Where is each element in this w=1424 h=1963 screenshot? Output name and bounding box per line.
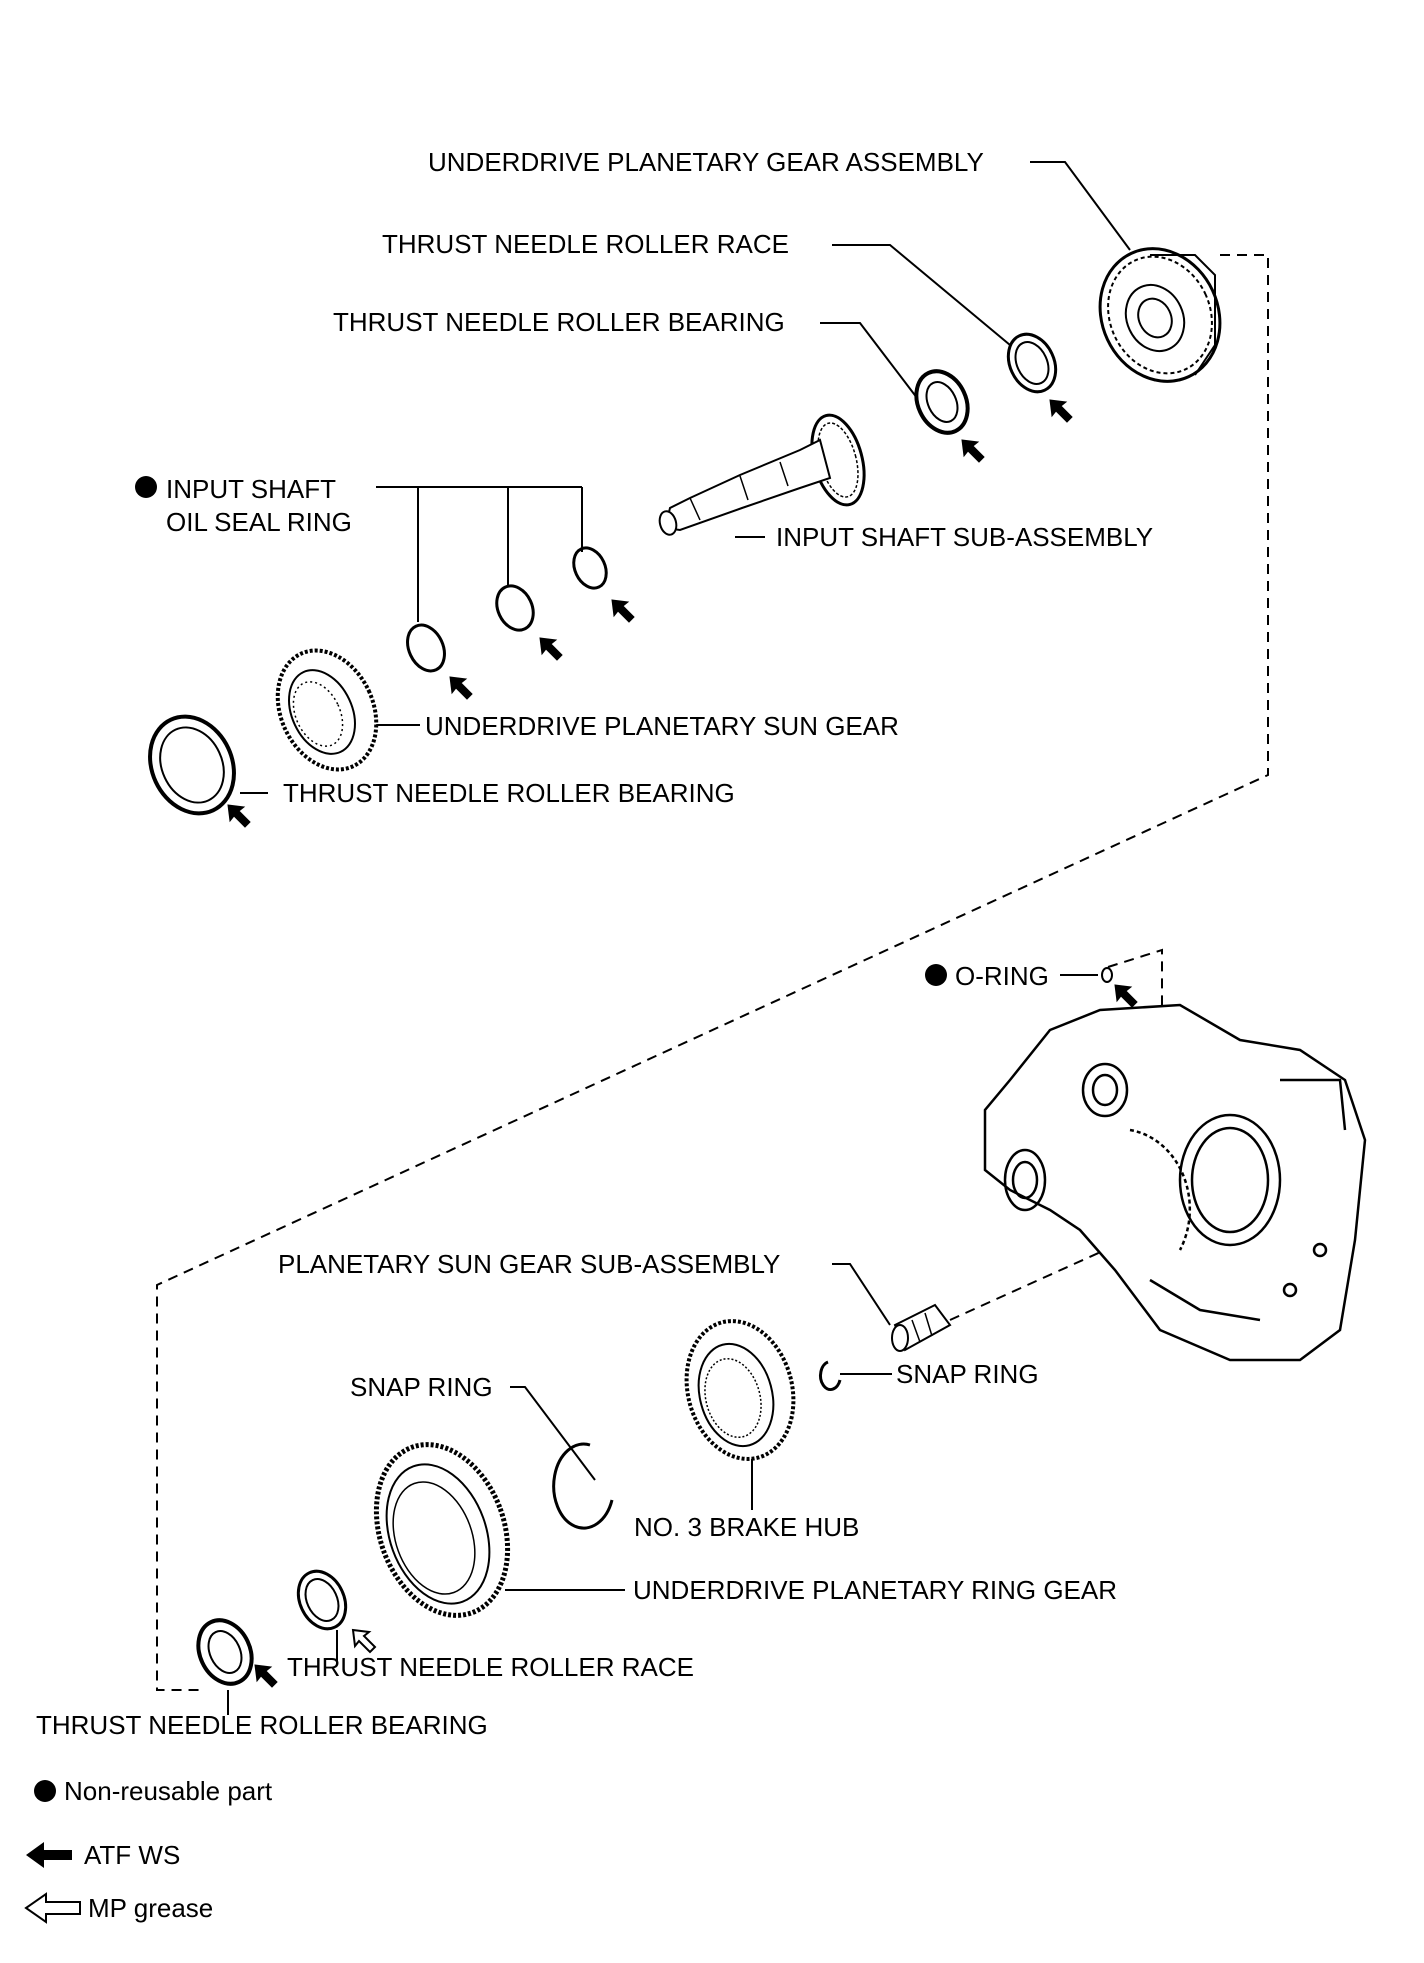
label-thrust-needle-roller-race-bottom: THRUST NEEDLE ROLLER RACE (287, 1652, 694, 1682)
underdrive-planetary-sun-gear-drawing (275, 648, 379, 772)
label-thrust-needle-roller-race-top: THRUST NEEDLE ROLLER RACE (382, 229, 789, 259)
underdrive-planetary-gear-assembly-drawing (1098, 247, 1222, 383)
label-snap-ring-left: SNAP RING (350, 1372, 493, 1402)
legend-mp-grease-arrow-icon (24, 1892, 81, 1924)
label-o-ring: O-RING (955, 961, 1049, 991)
atf-ws-arrow-icon (961, 439, 985, 463)
label-underdrive-planetary-ring-gear: UNDERDRIVE PLANETARY RING GEAR (633, 1575, 1117, 1605)
legend-non-reusable-label: Non-reusable part (64, 1776, 273, 1806)
label-thrust-needle-roller-bearing-top: THRUST NEEDLE ROLLER BEARING (333, 307, 785, 337)
label-input-shaft-subassembly: INPUT SHAFT SUB-ASSEMBLY (776, 522, 1154, 552)
label-underdrive-planetary-sun-gear: UNDERDRIVE PLANETARY SUN GEAR (425, 711, 899, 741)
mp-grease-arrow-icon (351, 1628, 377, 1654)
underdrive-planetary-ring-gear-drawing (373, 1442, 511, 1618)
label-thrust-needle-roller-bearing-mid: THRUST NEEDLE ROLLER BEARING (283, 778, 735, 808)
atf-ws-arrow-icon (611, 599, 635, 623)
label-snap-ring-right: SNAP RING (896, 1359, 1039, 1389)
atf-ws-arrow-icon (254, 1664, 278, 1688)
o-ring-drawing (1101, 967, 1113, 983)
thrust-needle-roller-bearing-bottom-drawing (196, 1618, 254, 1686)
atf-ws-arrow-icon (449, 676, 473, 700)
label-input-shaft-oil-seal-ring-line2: OIL SEAL RING (166, 507, 352, 537)
label-input-shaft-oil-seal-ring-line1: INPUT SHAFT (166, 474, 336, 504)
non-reusable-dot-icon (925, 964, 947, 986)
thrust-needle-roller-race-top-drawing (1006, 332, 1058, 394)
input-shaft-subassembly-drawing (658, 413, 866, 536)
legend-mp-grease-label: MP grease (88, 1893, 214, 1923)
legend-atf-ws-label: ATF WS (84, 1840, 181, 1870)
thrust-needle-roller-bearing-mid-drawing (148, 714, 236, 816)
atf-ws-arrow-icon (1114, 984, 1138, 1008)
thrust-needle-roller-bearing-top-drawing (914, 369, 970, 435)
thrust-needle-roller-race-bottom-drawing (296, 1569, 348, 1631)
input-shaft-oil-seal-rings-drawing (406, 546, 608, 673)
transaxle-case-drawing (983, 1003, 1367, 1362)
label-no3-brake-hub: NO. 3 BRAKE HUB (634, 1512, 860, 1542)
label-thrust-needle-roller-bearing-bottom: THRUST NEEDLE ROLLER BEARING (36, 1710, 488, 1740)
leader-lines (227, 161, 1131, 1715)
label-underdrive-planetary-gear-assembly: UNDERDRIVE PLANETARY GEAR ASSEMBLY (428, 147, 984, 177)
atf-ws-arrow-icon (1049, 399, 1073, 423)
assembly-path-dashed-line-sun-gear (949, 1249, 1106, 1321)
atf-ws-arrow-icon (539, 637, 563, 661)
assembly-path-dashed-line (156, 254, 1269, 1691)
non-reusable-dot-icon (135, 476, 157, 498)
legend-atf-ws-arrow-icon (26, 1842, 72, 1868)
legend-non-reusable-dot-icon (34, 1780, 56, 1802)
label-planetary-sun-gear-subassembly: PLANETARY SUN GEAR SUB-ASSEMBLY (278, 1249, 781, 1279)
planetary-sun-gear-subassembly-drawing (891, 1303, 952, 1352)
snap-ring-left-drawing (552, 1442, 614, 1530)
snap-ring-right-drawing (819, 1360, 842, 1392)
atf-ws-arrow-icon (227, 804, 251, 828)
no3-brake-hub-drawing (684, 1319, 796, 1461)
